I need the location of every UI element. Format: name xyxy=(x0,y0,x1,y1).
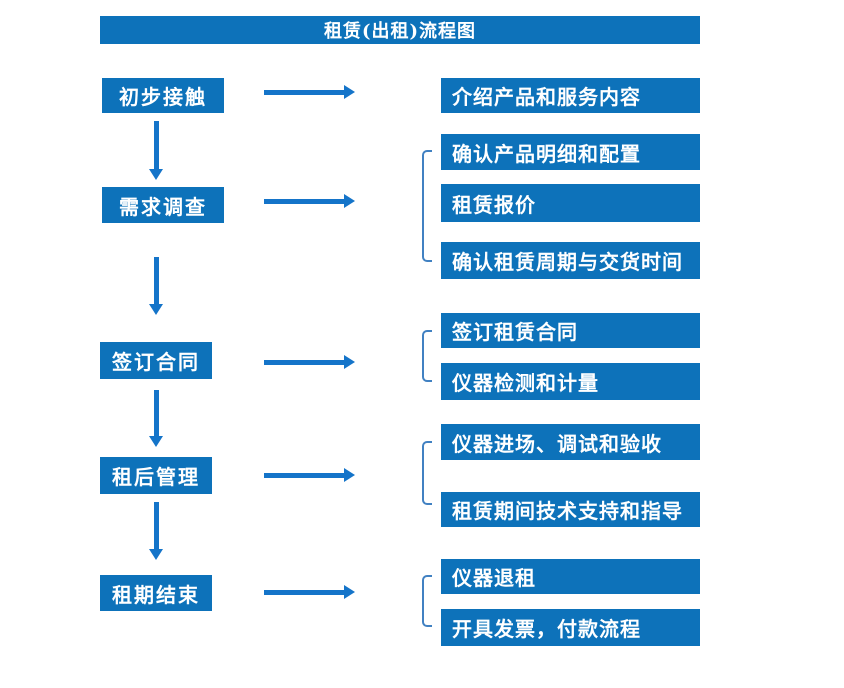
arrow-head xyxy=(344,468,355,482)
output-box-confirm-product-details: 确认产品明细和配置 xyxy=(441,134,700,170)
arrow-head xyxy=(149,436,163,447)
flowchart-title: 租赁(出租)流程图 xyxy=(100,16,700,44)
arrow-head xyxy=(344,194,355,208)
step-box-demand-survey: 需求调查 xyxy=(102,187,224,223)
bracket-group-demand-survey xyxy=(422,150,432,262)
output-box-confirm-rental-period: 确认租赁周期与交货时间 xyxy=(441,242,700,279)
right-arrow-1 xyxy=(264,85,355,99)
step-box-initial-contact: 初步接触 xyxy=(102,78,224,113)
arrow-stem xyxy=(264,472,345,478)
right-arrow-3 xyxy=(264,355,355,369)
arrow-head xyxy=(344,585,355,599)
output-box-instrument-return: 仪器退租 xyxy=(441,559,700,594)
output-box-introduce-products: 介绍产品和服务内容 xyxy=(441,78,700,113)
output-box-sign-rental-contract: 签订租赁合同 xyxy=(441,313,700,348)
arrow-stem xyxy=(153,390,159,437)
arrow-stem xyxy=(153,502,159,550)
down-arrow-3 xyxy=(149,390,163,447)
arrow-stem xyxy=(264,359,345,365)
arrow-stem xyxy=(153,257,159,305)
bracket-group-post-rental xyxy=(422,441,432,505)
arrow-stem xyxy=(153,121,159,170)
output-box-invoice-payment: 开具发票，付款流程 xyxy=(441,609,700,646)
arrow-head xyxy=(344,85,355,99)
right-arrow-4 xyxy=(264,468,355,482)
right-arrow-2 xyxy=(264,194,355,208)
arrow-head xyxy=(149,549,163,560)
bracket-group-sign-contract xyxy=(422,330,432,382)
bracket-group-rental-end xyxy=(422,575,432,627)
right-arrow-5 xyxy=(264,585,355,599)
output-box-technical-support: 租赁期间技术支持和指导 xyxy=(441,492,700,527)
arrow-head xyxy=(149,169,163,180)
arrow-stem xyxy=(264,89,345,95)
output-box-instrument-testing: 仪器检测和计量 xyxy=(441,363,700,400)
arrow-head xyxy=(344,355,355,369)
step-box-post-rental-management: 租后管理 xyxy=(100,457,212,494)
arrow-head xyxy=(149,304,163,315)
down-arrow-1 xyxy=(149,121,163,180)
down-arrow-2 xyxy=(149,257,163,315)
output-box-rental-quote: 租赁报价 xyxy=(441,184,700,222)
output-box-instrument-setup: 仪器进场、调试和验收 xyxy=(441,424,700,460)
step-box-rental-end: 租期结束 xyxy=(100,575,212,611)
arrow-stem xyxy=(264,198,345,204)
down-arrow-4 xyxy=(149,502,163,560)
arrow-stem xyxy=(264,589,345,595)
step-box-sign-contract: 签订合同 xyxy=(100,342,212,379)
